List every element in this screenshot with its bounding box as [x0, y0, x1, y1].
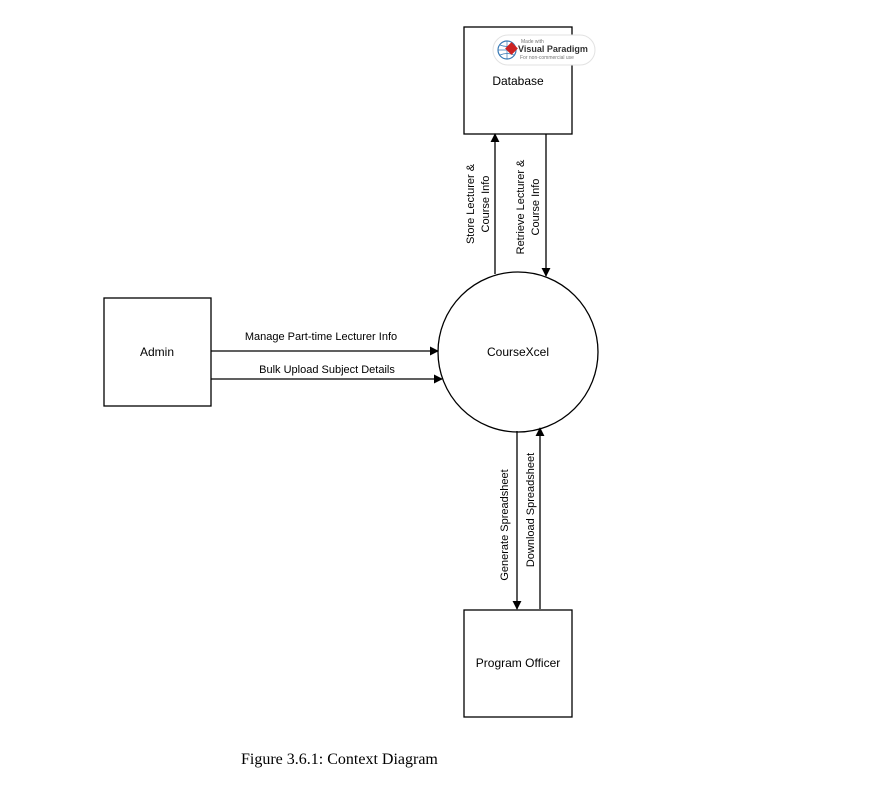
download-label: Download Spreadsheet [525, 453, 537, 567]
flow-store: Store Lecturer & Course Info [465, 133, 500, 274]
retrieve-label-line2: Course Info [530, 179, 542, 236]
watermark-brand: Visual Paradigm [518, 44, 588, 54]
admin-entity: Admin [103, 297, 212, 407]
store-label-line1: Store Lecturer & [465, 163, 477, 244]
bulk-label: Bulk Upload Subject Details [259, 364, 395, 376]
database-label: Database [492, 74, 544, 88]
figure-caption: Figure 3.6.1: Context Diagram [241, 751, 438, 768]
flow-download: Download Spreadsheet [525, 427, 545, 609]
visual-paradigm-watermark: Made with Visual Paradigm For non-commer… [492, 34, 596, 66]
program-officer-entity: Program Officer [463, 609, 573, 718]
process-label: CourseXcel [487, 345, 549, 359]
flow-generate: Generate Spreadsheet [499, 431, 522, 610]
watermark-note: For non-commercial use [520, 55, 574, 61]
flow-retrieve: Retrieve Lecturer & Course Info [515, 134, 551, 277]
admin-label: Admin [140, 345, 174, 359]
coursexcel-process: CourseXcel [437, 271, 599, 433]
program-officer-label: Program Officer [476, 656, 560, 670]
flow-manage: Manage Part-time Lecturer Info [211, 331, 439, 356]
manage-label: Manage Part-time Lecturer Info [245, 331, 397, 343]
watermark-made-with: Made with [521, 39, 544, 45]
retrieve-label-line1: Retrieve Lecturer & [515, 159, 527, 254]
flow-bulk-upload: Bulk Upload Subject Details [211, 364, 443, 384]
generate-label: Generate Spreadsheet [499, 469, 511, 580]
store-label-line2: Course Info [480, 176, 492, 233]
